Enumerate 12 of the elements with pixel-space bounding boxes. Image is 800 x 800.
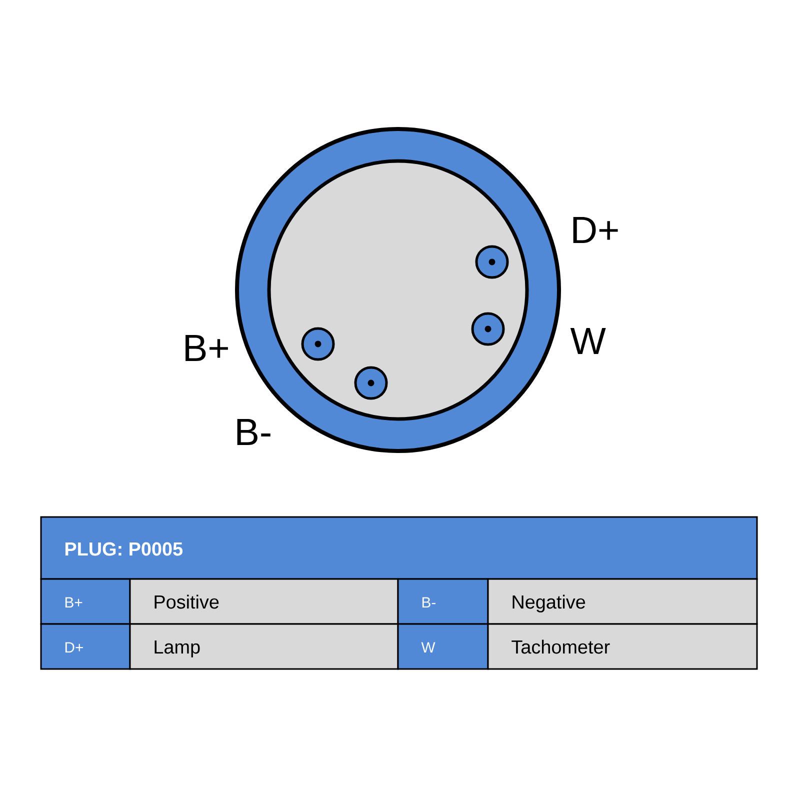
- pin-label: D+: [573, 216, 618, 244]
- pin-label: B-: [237, 418, 270, 446]
- pin-label: B+: [186, 334, 228, 362]
- table-cell: D+: [40, 623, 131, 670]
- pin-label: W: [570, 328, 606, 354]
- table-cell: Negative: [487, 578, 758, 625]
- table-cell: B+: [40, 578, 131, 625]
- table-cell: Positive: [129, 578, 399, 625]
- table-cell: W: [397, 623, 489, 670]
- table-cell: B-: [397, 578, 489, 625]
- table-cell: Tachometer: [487, 623, 758, 670]
- table-cell: Lamp: [129, 623, 399, 670]
